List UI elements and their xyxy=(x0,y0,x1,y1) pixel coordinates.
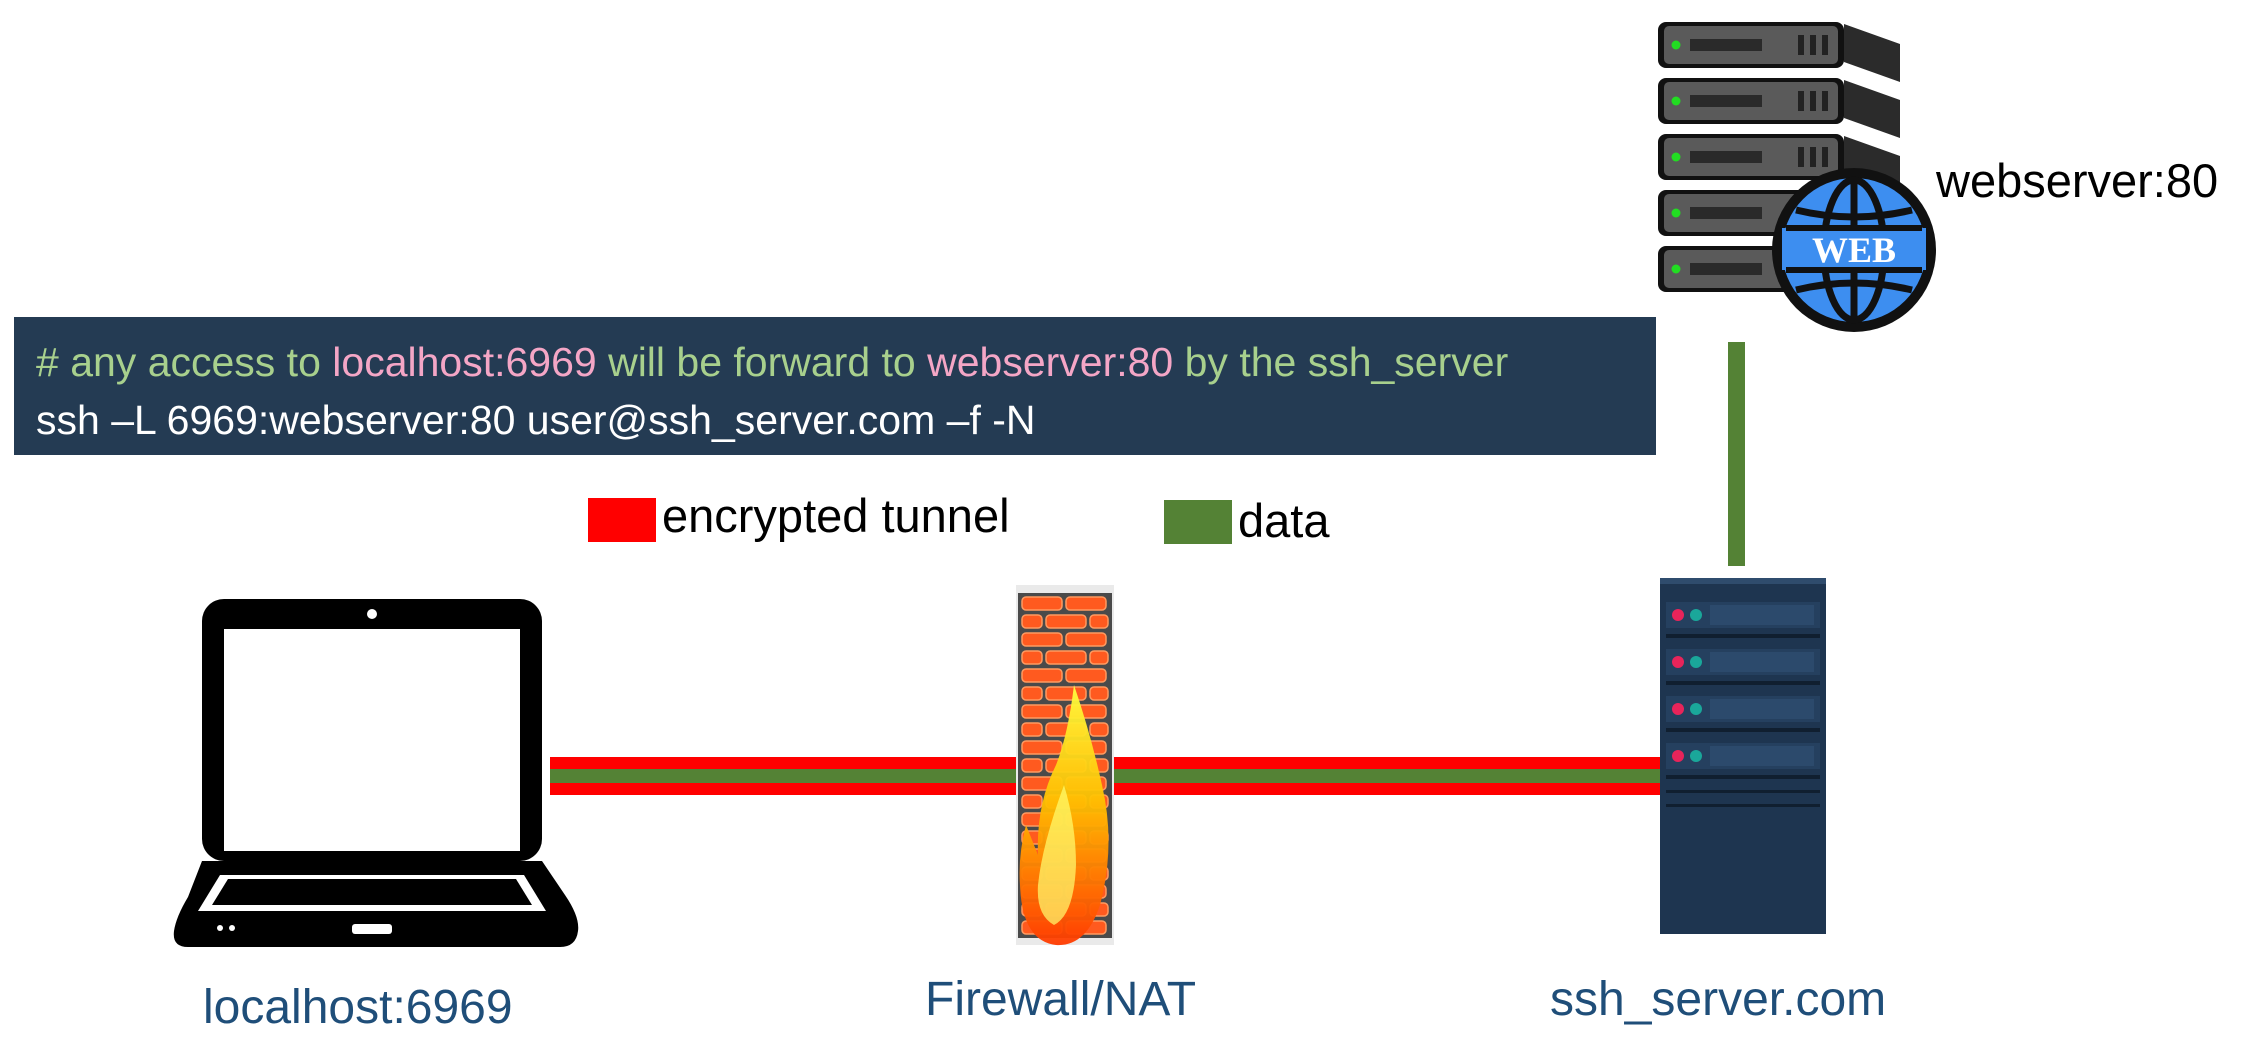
comment-text: will be forward to xyxy=(596,339,928,385)
firewall-label: Firewall/NAT xyxy=(925,973,1197,1026)
legend-swatch-tunnel xyxy=(588,498,656,542)
laptop-icon xyxy=(173,599,579,947)
comment-text: by the ssh_server xyxy=(1173,339,1509,385)
command-comment: # any access to localhost:6969 will be f… xyxy=(36,333,1656,391)
ssh-server-label: ssh_server.com xyxy=(1550,973,1887,1026)
web-badge-text: WEB xyxy=(1812,230,1896,270)
legend-swatch-data xyxy=(1164,500,1232,544)
ssh-server-icon xyxy=(1660,578,1826,934)
client-label: localhost:6969 xyxy=(203,981,513,1034)
globe-icon: WEB xyxy=(1772,168,1936,332)
command-box: # any access to localhost:6969 will be f… xyxy=(14,317,1656,455)
data-link xyxy=(1728,342,1745,566)
comment-text: # any access to xyxy=(36,339,333,385)
webserver-icon: WEB xyxy=(1658,22,1936,332)
comment-webserver: webserver:80 xyxy=(927,339,1174,385)
ssh-command: ssh –L 6969:webserver:80 user@ssh_server… xyxy=(36,397,1036,443)
webserver-label: webserver:80 xyxy=(1936,154,2219,207)
comment-localhost: localhost:6969 xyxy=(332,339,597,385)
legend-label-tunnel: encrypted tunnel xyxy=(662,489,1010,542)
firewall-icon xyxy=(1016,585,1114,946)
legend-label-data: data xyxy=(1238,494,1330,547)
